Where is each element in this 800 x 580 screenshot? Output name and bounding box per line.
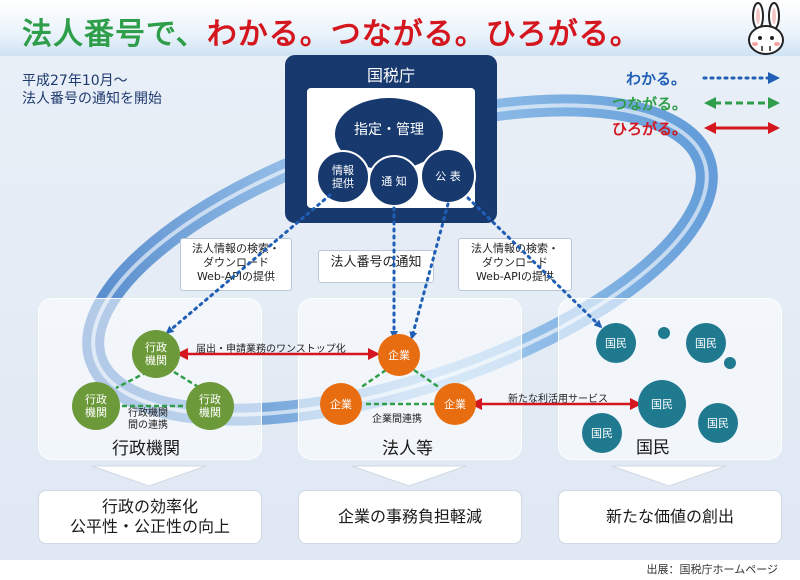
citizen-1-label: 国民 bbox=[605, 336, 627, 350]
admin-panel-label: 行政機関 bbox=[112, 439, 180, 459]
title-part-2: わかる。つながる。ひろがる。 bbox=[206, 17, 641, 52]
nta-info-line-2: 提供 bbox=[332, 177, 354, 190]
source-credit: 出展：国税庁ホームページ bbox=[646, 563, 778, 576]
corp-link-label: 企業間連携 bbox=[372, 414, 422, 425]
wakaru-arrow-publish-to-corp bbox=[409, 202, 450, 340]
nta-publish-label: 公 表 bbox=[435, 169, 461, 183]
hirogaru-arrowhead-corp-right bbox=[470, 398, 482, 410]
hirogaru-arrowhead-corp bbox=[368, 348, 380, 360]
citizen-node-4: 国民 bbox=[582, 413, 622, 453]
admin-outcome-box: 行政の効率化 公平性・公正性の向上 bbox=[38, 490, 262, 544]
admin-link-label: 行政機関 間の連携 bbox=[128, 408, 168, 432]
citizen-node-1: 国民 bbox=[596, 323, 636, 363]
admin-node-right: 行政 機関 bbox=[186, 382, 234, 430]
citizen-outcome-box: 新たな価値の創出 bbox=[558, 490, 782, 544]
wakaru-arrow-to-admin bbox=[165, 193, 332, 334]
legend-tsunagaru-arrowhead-left bbox=[704, 97, 716, 109]
admin-outcome-line-2: 公平性・公正性の向上 bbox=[69, 517, 230, 536]
corp-left-label: 企業 bbox=[330, 397, 352, 411]
rabbit-mascot-icon bbox=[748, 2, 784, 55]
corp-node-left: 企業 bbox=[320, 383, 362, 425]
legend-hirogaru-label: ひろがる。 bbox=[612, 120, 688, 138]
page-title: 法人番号で、わかる。つながる。ひろがる。 bbox=[22, 9, 641, 53]
admin-outcome-line-1: 行政の効率化 bbox=[101, 497, 198, 516]
one-stop-label: 届出・申請業務のワンストップ化 bbox=[196, 344, 346, 355]
corp-top-label: 企業 bbox=[388, 348, 410, 362]
callout-right-line-1: 法人情報の検索・ bbox=[471, 242, 559, 255]
hirogaru-arrowhead-admin bbox=[176, 348, 188, 360]
corp-node-top: 企業 bbox=[378, 334, 420, 376]
callout-center: 法人番号の通知 bbox=[318, 250, 434, 283]
citizen-dot-2 bbox=[724, 357, 736, 369]
citizen-node-2: 国民 bbox=[686, 323, 726, 363]
legend-wakaru-label: わかる。 bbox=[626, 70, 687, 88]
admin-link-line-2: 間の連携 bbox=[128, 420, 168, 431]
header-bar: 法人番号で、わかる。つながる。ひろがる。 bbox=[0, 0, 800, 57]
admin-top-line-1: 行政 bbox=[145, 341, 167, 354]
legend-wakaru-arrowhead bbox=[768, 72, 780, 84]
admin-panel bbox=[38, 298, 262, 460]
corp-panel-label: 法人等 bbox=[382, 439, 433, 459]
tsunagaru-corp-right bbox=[413, 368, 441, 390]
callout-left: 法人情報の検索・ ダウンロード Web-APIの提供 bbox=[180, 238, 292, 291]
citizen-2-label: 国民 bbox=[695, 336, 717, 350]
legend-hirogaru-arrowhead-left bbox=[704, 122, 716, 134]
citizen-node-5: 国民 bbox=[698, 403, 738, 443]
legend-arrows bbox=[702, 72, 780, 134]
hirogaru-arrowhead-citizens bbox=[630, 398, 642, 410]
tsunagaru-corp-left bbox=[359, 368, 387, 390]
citizen-panel-label: 国民 bbox=[636, 438, 670, 458]
wakaru-arrow-to-citizens bbox=[466, 196, 603, 329]
notice-line-1: 平成27年10月～ bbox=[22, 73, 128, 89]
admin-link-line-1: 行政機関 bbox=[128, 408, 168, 419]
admin-left-line-2: 機関 bbox=[85, 406, 107, 419]
citizen-5-label: 国民 bbox=[707, 416, 729, 430]
tsunagaru-admin-left bbox=[115, 370, 148, 390]
corp-node-right: 企業 bbox=[434, 383, 476, 425]
corp-down-arrow-icon bbox=[351, 465, 467, 487]
callout-right-line-3: Web-APIの提供 bbox=[475, 270, 555, 283]
callout-left-line-3: Web-APIの提供 bbox=[196, 270, 276, 283]
admin-left-line-1: 行政 bbox=[85, 393, 107, 406]
admin-right-line-2: 機関 bbox=[199, 406, 221, 419]
legend-hirogaru-arrowhead-right bbox=[768, 122, 780, 134]
nta-info-node: 情報 提供 bbox=[316, 150, 370, 204]
citizen-4-label: 国民 bbox=[591, 426, 613, 440]
notice-line-2: 法人番号の通知を開始 bbox=[22, 91, 162, 107]
admin-top-line-2: 機関 bbox=[145, 354, 167, 367]
corp-outcome-box: 企業の事務負担軽減 bbox=[298, 490, 522, 544]
admin-right-line-1: 行政 bbox=[199, 393, 221, 406]
nta-main-label: 指定・管理 bbox=[354, 122, 424, 138]
new-service-label: 新たな利活用サービス bbox=[508, 394, 608, 405]
admin-down-arrow-icon bbox=[91, 465, 207, 487]
citizen-dot-1 bbox=[658, 327, 670, 339]
notice-text: 平成27年10月～ 法人番号の通知を開始 bbox=[22, 72, 162, 108]
callout-center-label: 法人番号の通知 bbox=[330, 255, 422, 270]
nta-notify-node: 通 知 bbox=[368, 155, 420, 207]
corp-outcome-label: 企業の事務負担軽減 bbox=[337, 507, 482, 526]
admin-node-top: 行政 機関 bbox=[132, 330, 180, 378]
title-part-1: 法人番号で、 bbox=[22, 17, 207, 52]
corp-right-label: 企業 bbox=[444, 397, 466, 411]
citizen-outcome-label: 新たな価値の創出 bbox=[605, 507, 734, 526]
citizen-down-arrow-icon bbox=[611, 465, 727, 487]
admin-node-left: 行政 機関 bbox=[72, 382, 120, 430]
nta-title: 国税庁 bbox=[366, 66, 415, 85]
callout-right-line-2: ダウンロード bbox=[482, 256, 548, 269]
legend-tsunagaru-label: つながる。 bbox=[612, 95, 688, 113]
legend-tsunagaru-arrowhead-right bbox=[768, 97, 780, 109]
callout-left-line-1: 法人情報の検索・ bbox=[192, 242, 280, 255]
citizen-3-label: 国民 bbox=[651, 397, 673, 411]
corp-panel bbox=[298, 298, 522, 460]
nta-info-line-1: 情報 bbox=[332, 164, 354, 177]
citizen-node-3: 国民 bbox=[638, 380, 686, 428]
nta-notify-label: 通 知 bbox=[381, 174, 407, 188]
